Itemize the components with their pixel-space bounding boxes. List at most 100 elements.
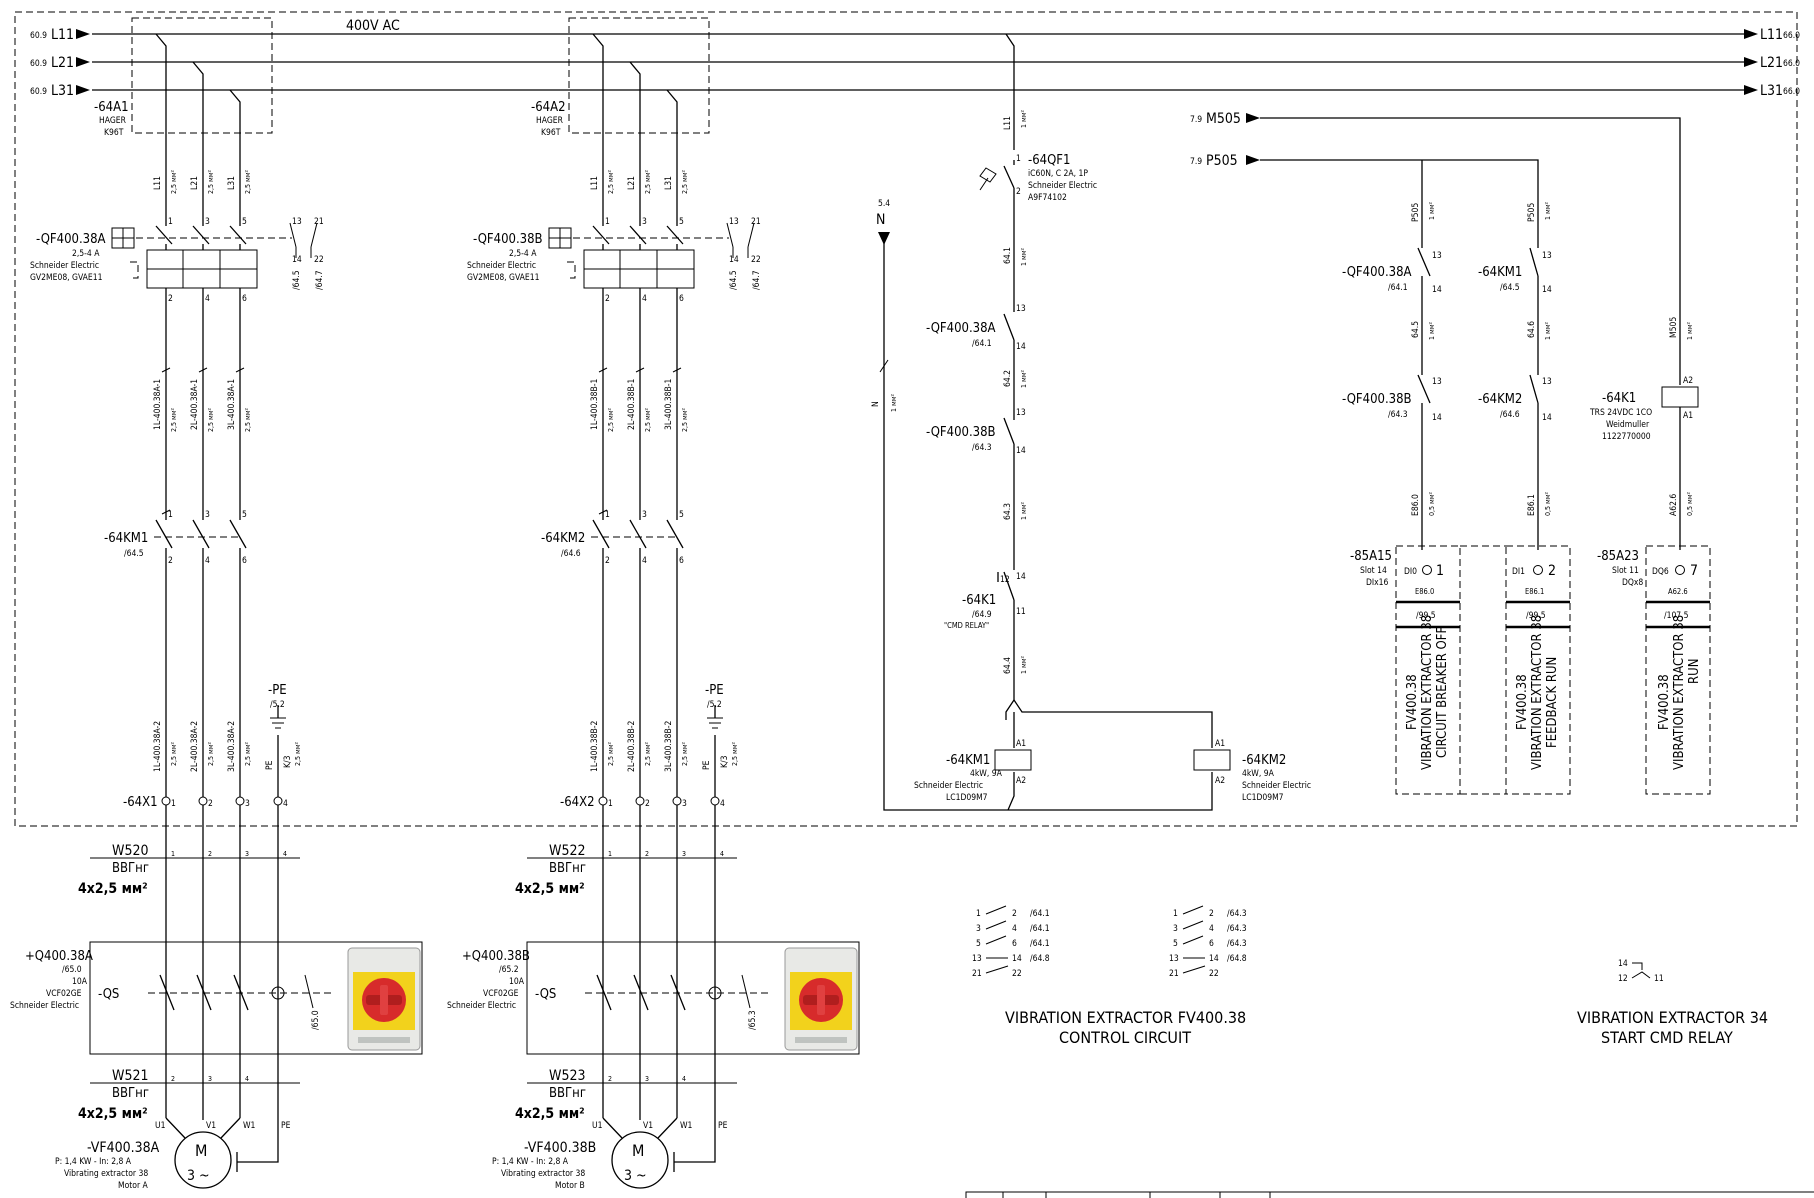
pe-ref-a: /5.2	[270, 700, 285, 710]
xref1-a-4: 21	[972, 969, 982, 979]
relay-caption-2: START CMD RELAY	[1601, 1028, 1733, 1047]
wire-low-size-1-b: 2,5 мм²	[607, 741, 615, 766]
qf1-tag: -64QF1	[1028, 153, 1070, 168]
bus-name-in-l31: L31	[51, 83, 74, 99]
ctrl-wire-644-size: 1 мм²	[1020, 655, 1028, 674]
rcol-wire-top: M505	[1669, 317, 1679, 338]
switch-rating-b: 10A	[509, 977, 525, 987]
breaker-tag-a: -QF400.38A	[36, 232, 106, 247]
aux-ref-1-b: /64.5	[729, 270, 739, 290]
pole-1-a: 1	[168, 217, 173, 227]
lcol-c1-ref: /64.1	[1388, 283, 1408, 293]
km2-maker: Schneider Electric	[1242, 781, 1311, 791]
rcol-w3: A62.6	[1669, 494, 1679, 516]
bus-name-out-l21: L21	[1760, 55, 1783, 71]
breaker-qf1-icon	[979, 167, 997, 191]
rcd-box-b	[568, 17, 710, 134]
mcol-c2-pin-13: 13	[1542, 377, 1552, 387]
control-caption-2: CONTROL CIRCUIT	[1059, 1028, 1191, 1047]
m505-ref: 7.9	[1190, 115, 1202, 125]
xref2-ref-3: /64.8	[1227, 954, 1247, 964]
switch-photo-a	[347, 947, 421, 1051]
pole-2-a: 2	[168, 294, 173, 304]
cable2-size-a: 4x2,5 мм²	[78, 1106, 148, 1122]
io2-num: 2	[1548, 563, 1556, 579]
cable1-size-a: 4x2,5 мм²	[78, 881, 148, 897]
wire-low-size-1-a: 2,5 мм²	[170, 741, 178, 766]
neutral-wire-size: 1 мм²	[890, 393, 898, 412]
wire-low-size-4-a: 2,5 мм²	[294, 741, 302, 766]
pole-3-b: 3	[642, 217, 647, 227]
io3-ref: /107.5	[1664, 611, 1689, 621]
rcol-model: 1122770000	[1602, 432, 1651, 442]
rcol-a2: A2	[1683, 376, 1693, 386]
km1-tag: -64KM1	[946, 753, 990, 768]
k1-pin-14: 14	[1016, 572, 1026, 582]
km2-rating: 4kW, 9A	[1242, 769, 1275, 779]
ctrl-wire-643: 64.3	[1003, 503, 1013, 520]
xref2-b-0: 2	[1209, 909, 1214, 919]
wire-low-size-3-b: 2,5 мм²	[681, 741, 689, 766]
km-pole-3-b: 3	[642, 510, 647, 520]
term-1-a: 1	[171, 799, 176, 809]
wire-label-l31-a: L31	[227, 176, 237, 190]
io1-addr: E86.0	[1415, 587, 1434, 596]
xref-table-2: 1 2 /64.3 3 4 /64.3 5 6 /64.3 13 14 /64.…	[1169, 905, 1247, 979]
motor-pe-a: PE	[281, 1121, 291, 1131]
p505-name: P505	[1206, 153, 1238, 169]
aux-21-b: 21	[751, 217, 761, 227]
switch-rating-a: 10A	[72, 977, 88, 987]
motor-tag-b: -VF400.38B	[524, 1140, 596, 1156]
mcol-wire-top-size: 1 мм²	[1544, 201, 1552, 220]
km-pole-2-a: 2	[168, 556, 173, 566]
io1-text3: CIRCUIT BREAKER OFF	[1435, 627, 1450, 758]
cable1-core-1-a: 1	[171, 850, 175, 858]
motor-desc-a: Vibrating extractor 38	[64, 1169, 148, 1179]
lcol-c2-tag: -QF400.38B	[1342, 392, 1412, 407]
wire-size-3-a: 2,5 мм²	[244, 169, 252, 194]
pe-tag-b: -PE	[705, 683, 724, 698]
pole-4-b: 4	[642, 294, 647, 304]
xref2-ref-1: /64.3	[1227, 924, 1247, 934]
motor-pe-b: PE	[718, 1121, 728, 1131]
pole-1-b: 1	[605, 217, 610, 227]
bus-name-out-l31: L31	[1760, 83, 1783, 99]
lcol-w2-size: 1 мм²	[1428, 321, 1436, 340]
io-card-dq6	[1645, 545, 1711, 795]
km2-a2: A2	[1215, 776, 1225, 786]
io2-ref: /99.5	[1526, 611, 1546, 621]
pole-5-a: 5	[242, 217, 247, 227]
km1-maker: Schneider Electric	[914, 781, 983, 791]
wire-label-l11-b: L11	[590, 176, 600, 190]
bus-name-in-l21: L21	[51, 55, 74, 71]
rcd-tag-a: -64A1	[94, 100, 129, 115]
lcol-w3: E86.0	[1411, 494, 1421, 516]
cable1-core-1-b: 1	[608, 850, 612, 858]
cable2-core-1-a: 2	[171, 1075, 175, 1083]
rcd-maker-b: HAGER	[536, 116, 564, 126]
cable2-core-3-b: 4	[682, 1075, 686, 1083]
qfa-tag: -QF400.38A	[926, 321, 996, 336]
km-pole-4-b: 4	[642, 556, 647, 566]
km2-tag: -64KM2	[1242, 753, 1286, 768]
motor-u1-b: U1	[592, 1121, 603, 1131]
xref1-ref-2: /64.1	[1030, 939, 1050, 949]
aux-13-b: 13	[729, 217, 739, 227]
motor-phase-a: 3 ~	[187, 1168, 210, 1184]
qfa-ref: /64.1	[972, 339, 992, 349]
xref-table-1: 1 2 /64.1 3 4 /64.1 5 6 /64.1 13 14 /64.…	[972, 905, 1050, 979]
io3-addr: A62.6	[1668, 587, 1688, 596]
control-circuit: L11 1 мм² 1 2 -64QF1 iC60N, C 2A, 1P Sch…	[871, 33, 1311, 1047]
lcol-c1-pin-21: 13	[1432, 251, 1442, 261]
rcol-spec: TRS 24VDC 1CO	[1589, 408, 1652, 418]
cable2-core-3-a: 4	[245, 1075, 249, 1083]
power-panel-a: -64A1 HAGER K96T 1 3 5 2 4 6 13 14 21 22…	[10, 17, 423, 1191]
io3-text1: FV400.38	[1657, 674, 1672, 730]
term-3-a: 3	[245, 799, 250, 809]
xref1-ref-0: /64.1	[1030, 909, 1050, 919]
control-caption-1: VIBRATION EXTRACTOR FV400.38	[1005, 1008, 1246, 1027]
bus-ref-out-l21: 66.0	[1783, 59, 1800, 69]
ctrl-wire-642: 64.2	[1003, 370, 1013, 387]
wire-size-1-b: 2,5 мм²	[607, 169, 615, 194]
